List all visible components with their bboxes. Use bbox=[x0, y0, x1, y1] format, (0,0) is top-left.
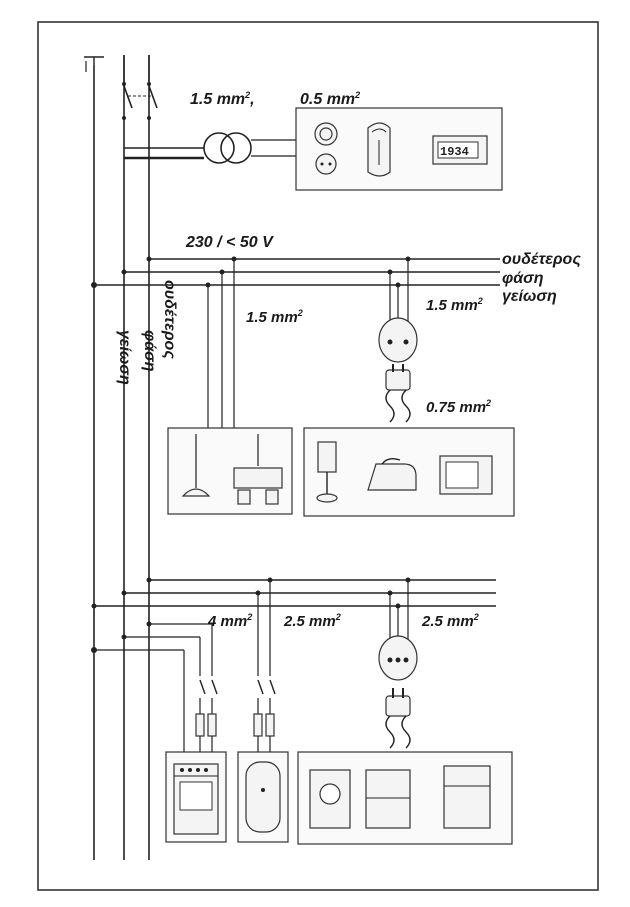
iron-icon bbox=[367, 457, 417, 491]
bottom-buses bbox=[91, 577, 496, 609]
bus-label-earth: γείωση bbox=[502, 288, 557, 305]
table-lamp-icon bbox=[316, 441, 338, 503]
lighting-cable-label: 1.5 mm2 bbox=[246, 308, 303, 326]
refrigerator-icon bbox=[443, 765, 491, 829]
socket-cable-label-middle: 1.5 mm2 bbox=[426, 296, 483, 314]
voltage-label: 230 / < 50 V bbox=[185, 234, 274, 251]
main-switch bbox=[122, 55, 158, 120]
socket-outlet-icon-middle bbox=[378, 259, 418, 423]
vertical-label-phase: φάση bbox=[141, 330, 158, 372]
middle-buses bbox=[91, 256, 500, 288]
doorbell-icon bbox=[314, 122, 338, 175]
water-heater-circuit bbox=[253, 577, 276, 752]
cooker-circuit bbox=[91, 621, 218, 752]
cord-label: 0.75 mm2 bbox=[426, 398, 491, 416]
meter-digits: 1934 bbox=[440, 145, 469, 159]
earth-symbol bbox=[84, 56, 104, 72]
main-conductors bbox=[93, 55, 150, 860]
chandelier-icon bbox=[233, 434, 283, 505]
bus-label-phase: φάση bbox=[502, 270, 544, 287]
washing-machine-icon bbox=[309, 769, 351, 829]
lighting-drops bbox=[207, 259, 235, 428]
electric-cooker-icon bbox=[173, 763, 219, 835]
vertical-label-earth: γείωση bbox=[116, 330, 133, 385]
diagram-frame bbox=[37, 21, 599, 891]
bus-label-neutral: ουδέτερος bbox=[502, 251, 581, 268]
telephone-icon bbox=[367, 122, 391, 177]
safety-transformer-icon bbox=[124, 132, 296, 164]
top-cable-label-a: 1.5 mm2, bbox=[190, 90, 255, 108]
heater-cable-label: 2.5 mm2 bbox=[283, 612, 341, 630]
microwave-icon bbox=[439, 455, 493, 495]
dishwasher-icon bbox=[365, 769, 411, 829]
vertical-label-neutral: ουδέτερος bbox=[161, 280, 178, 359]
cooker-cable-label: 4 mm2 bbox=[207, 612, 252, 630]
water-heater-icon bbox=[245, 761, 281, 833]
top-cable-label-b: 0.5 mm2 bbox=[300, 90, 360, 108]
socket-cable-label-bottom: 2.5 mm2 bbox=[421, 612, 479, 630]
electricity-meter-icon: 1934 bbox=[432, 135, 488, 165]
socket-outlet-icon-bottom bbox=[378, 580, 418, 749]
pendant-lamp-icon bbox=[181, 434, 211, 497]
